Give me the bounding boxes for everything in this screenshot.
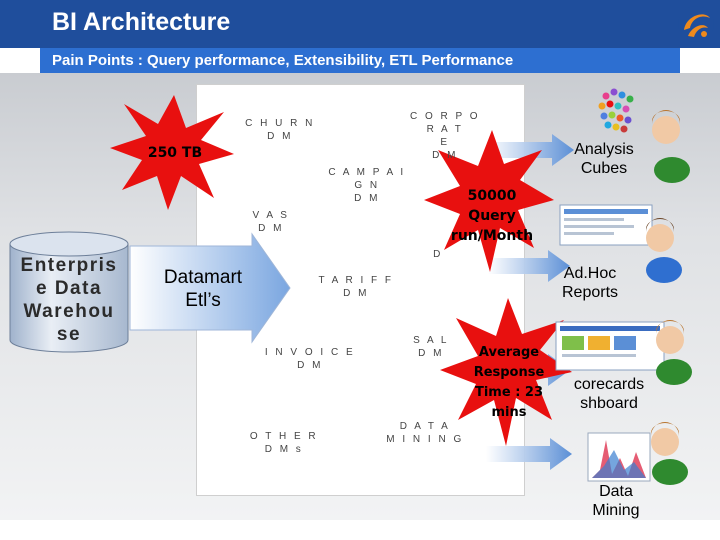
output-scorecards: corecards shboard (573, 376, 645, 412)
edw-cylinder-icon (9, 231, 129, 353)
adhoc-report-thumbnail-icon (559, 204, 653, 246)
data-mining-chart-icon (587, 432, 651, 482)
swirl-logo-icon (678, 6, 714, 42)
datamart-churn: C H U R N D M (245, 118, 315, 142)
output-data-mining: Data Mining (592, 483, 640, 519)
datamart-vas: V A S D M (252, 210, 290, 234)
user-icon (651, 422, 688, 485)
datamart-other: O T H E R D M s (249, 431, 319, 455)
queries-callout: 50000 Query run/Month (450, 188, 534, 244)
datamart-hidden: D (433, 249, 443, 260)
etl-label: Datamart Etl’s (163, 267, 243, 311)
etl-arrow-icon (129, 232, 291, 344)
edw-label: Enterpris e Data Warehou se (20, 255, 118, 345)
output-adhoc-reports: Ad.Hoc Reports (561, 265, 619, 301)
scorecard-thumbnail-icon (555, 321, 665, 371)
subtitle: Pain Points : Query performance, Extensi… (52, 52, 514, 69)
datamart-tariff: T A R I F F D M (318, 275, 394, 299)
page-title: BI Architecture (52, 8, 231, 36)
response-burst (440, 298, 572, 446)
bottom-strip (0, 520, 720, 540)
user-icon (646, 218, 682, 283)
queries-burst (424, 130, 554, 272)
size-burst (110, 95, 234, 210)
user-icon (656, 320, 692, 385)
user-icon (652, 110, 690, 183)
analysis-cube-icon (598, 88, 634, 133)
datamart-corporate: C O R P O R A T E D M (409, 111, 481, 161)
datamart-campaign: C A M P A I G N D M (328, 167, 406, 204)
subtitle-bar: Pain Points : Query performance, Extensi… (40, 48, 680, 73)
output-analysis-cubes: Analysis Cubes (574, 141, 634, 177)
datamart-datamining: D A T A M I N I N G (386, 421, 464, 445)
datamart-invoice: I N V O I C E D M (264, 347, 356, 371)
header-bar: BI Architecture (0, 0, 720, 48)
response-callout: Average Response Time : 23 mins (473, 345, 545, 420)
size-callout: 250 TB (147, 145, 203, 161)
datamart-sales: S A L D M (413, 335, 449, 359)
